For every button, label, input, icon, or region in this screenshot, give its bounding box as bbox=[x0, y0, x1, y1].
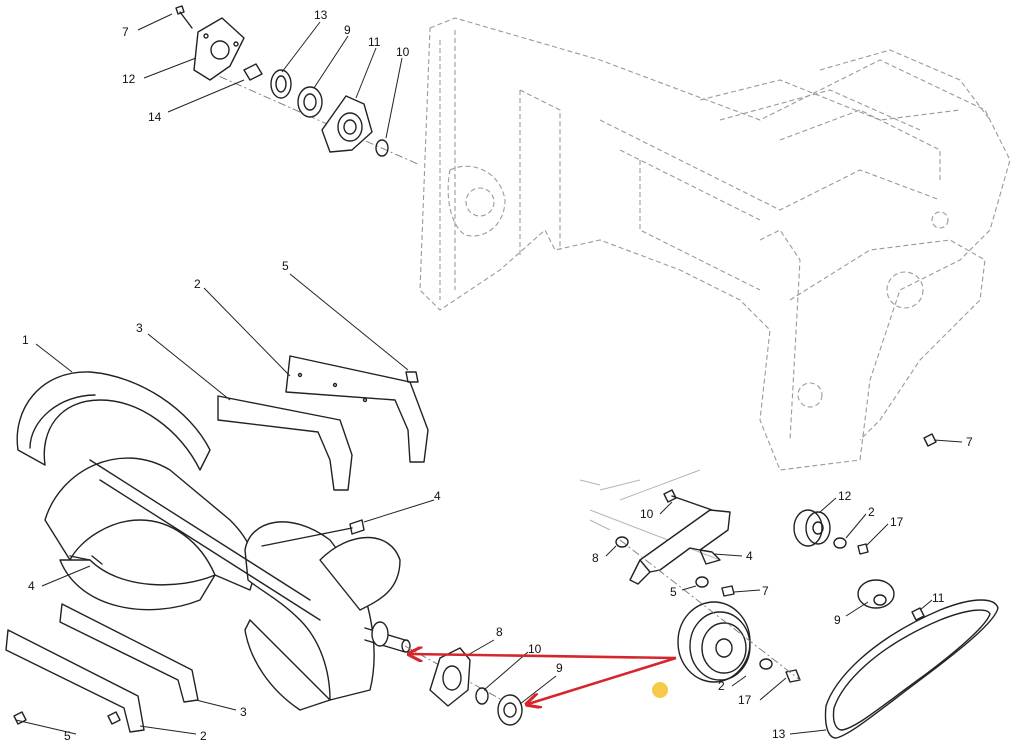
callout-4-left: 4 bbox=[28, 579, 35, 593]
callout-8-right: 8 bbox=[592, 551, 599, 565]
callout-2-right-a: 2 bbox=[868, 505, 875, 519]
callout-13-top: 13 bbox=[314, 8, 328, 22]
callout-5-mid: 5 bbox=[282, 259, 289, 273]
arrow-to-bearing bbox=[528, 656, 677, 704]
scraper-bars-bottom bbox=[5, 603, 199, 733]
leader-lines bbox=[15, 13, 963, 735]
callout-3-mid: 3 bbox=[136, 321, 143, 335]
callout-9-right: 9 bbox=[834, 613, 841, 627]
idler-bracket-assembly bbox=[615, 433, 937, 683]
top-bearing-assembly bbox=[175, 5, 421, 166]
callout-7-bracket: 7 bbox=[762, 584, 769, 598]
callout-11-top: 11 bbox=[368, 35, 381, 49]
drive-belt bbox=[824, 599, 999, 739]
callout-4-mid: 4 bbox=[434, 489, 441, 503]
callout-2-mid: 2 bbox=[194, 277, 201, 291]
callout-9-top: 9 bbox=[344, 23, 351, 37]
callout-8-bottom: 8 bbox=[496, 625, 503, 639]
callout-12-right: 12 bbox=[838, 489, 852, 503]
callout-labels: 7 12 14 13 9 11 10 5 2 3 1 4 4 5 3 2 8 1… bbox=[22, 8, 973, 743]
callout-17-right-b: 17 bbox=[738, 693, 752, 707]
auger-bearing-set bbox=[429, 647, 523, 726]
callout-3-bottom: 3 bbox=[240, 705, 247, 719]
callout-10-bottom: 10 bbox=[528, 642, 542, 656]
callout-9-bottom: 9 bbox=[556, 661, 563, 675]
callout-5-bottom: 5 bbox=[64, 729, 71, 743]
frame-housing-ghost bbox=[419, 17, 1011, 561]
auger-housing bbox=[16, 371, 521, 711]
cursor-marker bbox=[652, 682, 668, 698]
callout-4-right: 4 bbox=[746, 549, 753, 563]
callout-17-right-a: 17 bbox=[890, 515, 904, 529]
callout-1: 1 bbox=[22, 333, 29, 347]
callout-11-right: 11 bbox=[932, 591, 945, 605]
callout-13-belt: 13 bbox=[772, 727, 786, 741]
scraper-bars-mid bbox=[69, 355, 429, 565]
callout-10-right: 10 bbox=[640, 507, 654, 521]
callout-2-bottom: 2 bbox=[200, 729, 207, 743]
callout-10-top: 10 bbox=[396, 45, 410, 59]
callout-2-right-b: 2 bbox=[718, 679, 725, 693]
callout-14: 14 bbox=[148, 110, 162, 124]
callout-12-top: 12 bbox=[122, 72, 136, 86]
callout-5-right: 5 bbox=[670, 585, 677, 599]
callout-7-top: 7 bbox=[122, 25, 129, 39]
arrow-to-shaft bbox=[410, 654, 677, 658]
callout-7-right: 7 bbox=[966, 435, 973, 449]
red-annotation-arrows bbox=[410, 654, 677, 704]
